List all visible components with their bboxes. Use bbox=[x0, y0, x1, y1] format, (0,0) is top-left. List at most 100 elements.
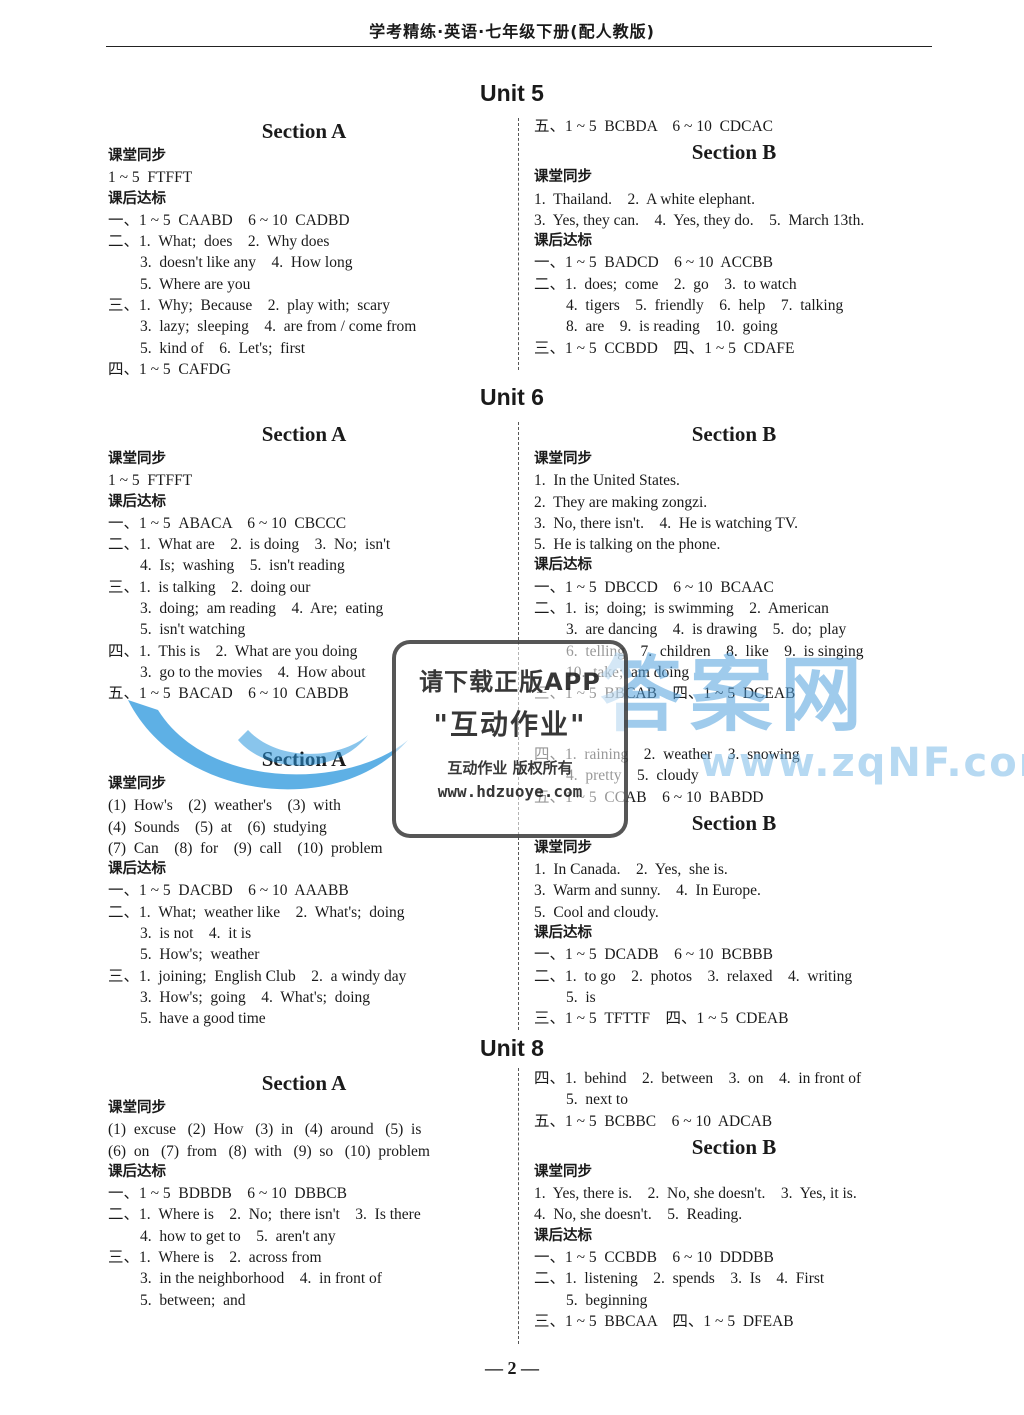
answer-line: 4. pretty 5. cloudy bbox=[566, 767, 699, 785]
answer-label: 课后达标 bbox=[534, 925, 592, 942]
answer-line: 五、1 ~ 5 BCBDA 6 ~ 10 CDCAC bbox=[534, 118, 773, 135]
answer-line: (7) Can (8) for (9) call (10) problem bbox=[108, 839, 383, 857]
answer-line: 四、1. This is 2. What are you doing bbox=[108, 642, 358, 660]
answer-label: 课堂同步 bbox=[108, 451, 166, 467]
answer-line: 五、1 ~ 5 BCBBC 6 ~ 10 ADCAB bbox=[534, 1112, 773, 1130]
section-title: Section B bbox=[691, 1134, 777, 1159]
answer-line: 3. doesn't like any 4. How long bbox=[140, 254, 353, 272]
column-divider bbox=[518, 1068, 519, 1344]
answer-line: 6. telling 7. children 8. like 9. is sin… bbox=[566, 642, 864, 660]
answer-line: 五、1 ~ 5 CCAB 6 ~ 10 BABDD bbox=[534, 788, 764, 806]
answer-line: 一、1 ~ 5 ABACA 6 ~ 10 CBCCC bbox=[108, 514, 347, 532]
section-title: Section B bbox=[691, 810, 777, 835]
answer-line: 三、1. Why; Because 2. play with; scary bbox=[108, 297, 390, 315]
answer-label: 课堂同步 bbox=[108, 148, 166, 164]
answer-line: 四、1. behind 2. between 3. on 4. in front… bbox=[534, 1070, 862, 1087]
answer-label: 课堂同步 bbox=[534, 169, 592, 186]
answer-line: 3. doing; am reading 4. Are; eating bbox=[140, 600, 384, 618]
answer-line: 一、1 ~ 5 BADCD 6 ~ 10 ACCBB bbox=[534, 254, 773, 272]
answer-line: 1. Yes, there is. 2. No, she doesn't. 3.… bbox=[534, 1185, 857, 1203]
page-header: 学考精练·英语·七年级下册(配人教版) bbox=[369, 22, 655, 41]
answer-line: 一、1 ~ 5 DACBD 6 ~ 10 AAABB bbox=[108, 882, 349, 900]
answer-label: 课后达标 bbox=[534, 1227, 592, 1244]
answer-label: 课堂同步 bbox=[534, 451, 592, 467]
unit-8-section-a: Section A 课堂同步 (1) excuse (2) How (3) in (… bbox=[108, 1068, 500, 1311]
answer-line: 三、1 ~ 5 BBCAA 四、1 ~ 5 DFEAB bbox=[534, 1312, 794, 1330]
answer-line: 8. are 9. is reading 10. going bbox=[566, 318, 778, 336]
answer-label: 课后达标 bbox=[108, 190, 166, 207]
answer-line: 五、1 ~ 5 BACAD 6 ~ 10 CABDB bbox=[108, 685, 349, 703]
answer-line: 四、1. raining 2. weather 3. snowing bbox=[534, 746, 800, 763]
answer-line: (1) How's (2) weather's (3) with bbox=[108, 797, 341, 815]
unit-8-title: Unit 8 bbox=[480, 1035, 544, 1061]
answer-line: 二、1. What; weather like 2. What's; doing bbox=[108, 903, 405, 921]
answer-line: 3. Yes, they can. 4. Yes, they do. 5. Ma… bbox=[534, 211, 865, 229]
answer-line: 10. take; am doing bbox=[566, 663, 690, 681]
answer-line: 3. lazy; sleeping 4. are from / come fro… bbox=[140, 318, 417, 336]
answer-line: 一、1 ~ 5 DCADB 6 ~ 10 BCBBB bbox=[534, 946, 773, 964]
answer-line: 三、1. Where is 2. across from bbox=[108, 1249, 322, 1267]
unit-6-section-a: Section A 课堂同步 1 ~ 5 FTFFT 课后达标一、1 ~ 5 ABAC… bbox=[108, 419, 500, 705]
answer-label: 课后达标 bbox=[108, 1163, 166, 1180]
answer-label: 课后达标 bbox=[534, 233, 592, 250]
unit-5-title: Unit 5 bbox=[480, 80, 544, 106]
answer-line: 三、1 ~ 5 TFTTF 四、1 ~ 5 CDEAB bbox=[534, 1010, 789, 1028]
answer-label: 课后达标 bbox=[108, 861, 166, 878]
answer-line: (6) on (7) from (8) with (9) so (10) pro… bbox=[108, 1142, 430, 1160]
answer-label: 课后达标 bbox=[534, 557, 592, 574]
answer-line: 5. Where are you bbox=[140, 275, 251, 293]
answer-line: 5. is bbox=[566, 988, 596, 1006]
stamp-line-2: "互动作业" bbox=[433, 708, 587, 741]
answer-label: 课堂同步 bbox=[108, 1100, 166, 1116]
answer-line: 1 ~ 5 FTFFT bbox=[108, 472, 193, 490]
page-number: — 2 — bbox=[485, 1358, 539, 1378]
answer-line: 5. He is talking on the phone. bbox=[534, 536, 721, 554]
answer-line: 4. No, she doesn't. 5. Reading. bbox=[534, 1206, 743, 1224]
answer-line: 3. How's; going 4. What's; doing bbox=[140, 988, 371, 1006]
answer-line: 二、1. What; does 2. Why does bbox=[108, 233, 330, 251]
answer-line: 一、1 ~ 5 DBCCD 6 ~ 10 BCAAC bbox=[534, 578, 774, 596]
answer-label: 课堂同步 bbox=[534, 1163, 592, 1180]
answer-line: (1) excuse (2) How (3) in (4) around (5)… bbox=[108, 1121, 422, 1139]
answer-line: 3. in the neighborhood 4. in front of bbox=[140, 1270, 382, 1288]
answer-line: 4. how to get to 5. aren't any bbox=[140, 1227, 336, 1245]
answer-line: 二、1. is; doing; is swimming 2. American bbox=[534, 600, 829, 618]
answer-line: 3. are dancing 4. is drawing 5. do; play bbox=[566, 621, 847, 639]
answer-label: 课堂同步 bbox=[534, 839, 592, 856]
answer-line: 三、1. joining; English Club 2. a windy da… bbox=[108, 967, 407, 985]
section-title: Section A bbox=[261, 422, 347, 446]
answer-line: 四、1 ~ 5 CAFDG bbox=[108, 360, 231, 378]
answer-line: 3. is not 4. it is bbox=[140, 925, 252, 943]
section-title: Section B bbox=[691, 422, 777, 446]
answer-line: 5. between; and bbox=[140, 1291, 246, 1309]
answer-line: 一、1 ~ 5 CAABD 6 ~ 10 CADBD bbox=[108, 211, 350, 229]
answer-line: 3. No, there isn't. 4. He is watching TV… bbox=[534, 514, 798, 532]
answer-line: 二、1. to go 2. photos 3. relaxed 4. writi… bbox=[534, 967, 853, 985]
column-divider bbox=[518, 118, 519, 370]
answer-line: 5. How's; weather bbox=[140, 946, 260, 964]
column-divider bbox=[518, 422, 519, 1030]
answer-line: 1. In Canada. 2. Yes, she is. bbox=[534, 861, 728, 879]
answer-line: 二、1. What are 2. is doing 3. No; isn't bbox=[108, 536, 391, 554]
answer-line: 5. next to bbox=[566, 1091, 628, 1109]
answer-line: 4. tigers 5. friendly 6. help 7. talking bbox=[566, 297, 844, 315]
answer-line: 二、1. Where is 2. No; there isn't 3. Is t… bbox=[108, 1206, 421, 1224]
answer-line: 5. kind of 6. Let's; first bbox=[140, 339, 306, 357]
answer-line: 5. beginning bbox=[566, 1291, 648, 1309]
answer-line: 5. isn't watching bbox=[140, 621, 246, 639]
answer-line: 5. Cool and cloudy. bbox=[534, 903, 659, 921]
answer-label: 课堂同步 bbox=[108, 776, 166, 792]
answer-label: 课后达标 bbox=[108, 493, 166, 510]
answer-line: 1. In the United States. bbox=[534, 472, 680, 490]
answer-line: 一、1 ~ 5 BDBDB 6 ~ 10 DBBCB bbox=[108, 1185, 347, 1203]
answer-line: (4) Sounds (5) at (6) studying bbox=[108, 818, 327, 836]
section-title: Section A bbox=[261, 1071, 347, 1095]
unit-7-right-column: 四、1. raining 2. weather 3. snowing 4. pre… bbox=[534, 744, 934, 1030]
unit-6-title: Unit 6 bbox=[480, 384, 544, 410]
answer-line: 3. Warm and sunny. 4. In Europe. bbox=[534, 882, 761, 900]
unit-8-right-column: 四、1. behind 2. between 3. on 4. in front… bbox=[534, 1068, 934, 1332]
answer-line: 二、1. does; come 2. go 3. to watch bbox=[534, 275, 797, 293]
answer-line: 3. go to the movies 4. How about bbox=[140, 663, 366, 681]
